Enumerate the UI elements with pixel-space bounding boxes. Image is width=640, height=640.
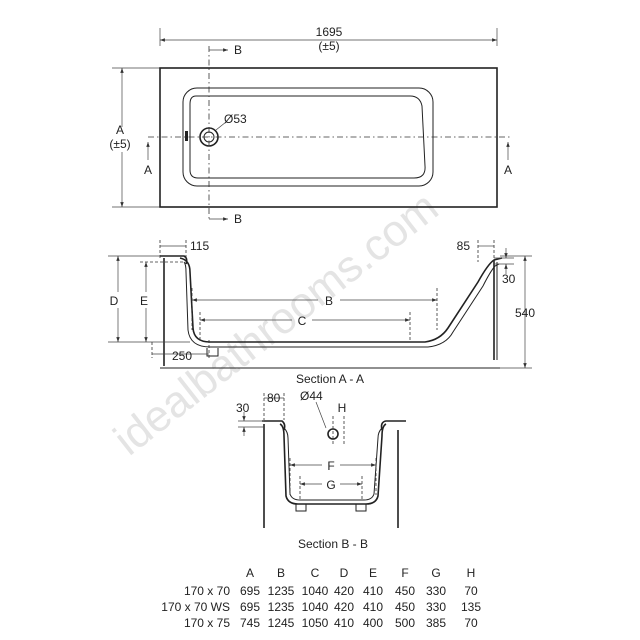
- table-cell: 400: [363, 616, 383, 630]
- table-header-e: E: [369, 566, 377, 580]
- table-header-d: D: [340, 566, 349, 580]
- dim-85: 85: [457, 239, 471, 253]
- table-cell: 695: [240, 584, 260, 598]
- plan-length-value: 1695: [316, 25, 343, 39]
- table-header-a: A: [246, 566, 254, 580]
- waste-diameter-label: Ø53: [224, 112, 247, 126]
- plan-width-tolerance: (±5): [109, 137, 130, 151]
- dim-250: 250: [172, 349, 192, 363]
- label-h: H: [338, 401, 347, 415]
- table-cell: 1245: [268, 616, 295, 630]
- dim-80: 80: [267, 391, 281, 405]
- plan-width-label: A: [116, 123, 124, 137]
- table-cell: 695: [240, 600, 260, 614]
- table-cell: 1235: [268, 600, 295, 614]
- table-cell: 500: [395, 616, 415, 630]
- label-g: G: [326, 478, 335, 492]
- section-marker-a-right: A: [504, 163, 512, 177]
- section-marker-a-left: A: [144, 163, 152, 177]
- table-cell: 420: [334, 584, 354, 598]
- section-marker-b-top: B: [234, 43, 242, 57]
- section-bb-title: Section B - B: [298, 537, 368, 551]
- dim-115: 115: [190, 239, 209, 253]
- label-f: F: [327, 459, 334, 473]
- table-row-model: 170 x 70 WS: [161, 600, 230, 614]
- table-row-model: 170 x 75: [184, 616, 230, 630]
- label-b: B: [325, 294, 333, 308]
- dim-30-aa: 30: [502, 272, 516, 286]
- table-cell: 450: [395, 584, 415, 598]
- label-d: D: [110, 294, 119, 308]
- plan-length-tolerance: (±5): [318, 39, 339, 53]
- table-cell: 70: [464, 616, 478, 630]
- plan-view: 1695 (±5) A (±5) Ø53 A A B B: [109, 25, 512, 226]
- label-c: C: [298, 314, 307, 328]
- section-marker-b-bottom: B: [234, 212, 242, 226]
- dim-30-bb: 30: [236, 401, 250, 415]
- watermark: idealbathrooms.com: [105, 182, 447, 465]
- table-cell: 135: [461, 600, 481, 614]
- label-e: E: [140, 294, 148, 308]
- table-cell: 385: [426, 616, 446, 630]
- bath-rim-outline: [159, 67, 498, 208]
- bath-profile-section-bb: [279, 423, 387, 505]
- table-cell: 330: [426, 584, 446, 598]
- table-cell: 1040: [302, 584, 329, 598]
- tap-diameter-label: Ø44: [300, 389, 323, 403]
- dim-540: 540: [515, 306, 535, 320]
- table-cell: 70: [464, 584, 478, 598]
- section-aa-view: 115 85 30 540 D E B: [108, 239, 535, 386]
- table-cell: 410: [334, 616, 354, 630]
- section-bb-view: Ø44 H 30 80 F G Section B - B: [236, 389, 406, 551]
- section-aa-title: Section A - A: [296, 372, 364, 386]
- table-cell: 330: [426, 600, 446, 614]
- table-cell: 420: [334, 600, 354, 614]
- table-cell: 450: [395, 600, 415, 614]
- bath-profile-section-aa: [179, 257, 503, 343]
- table-header-g: G: [431, 566, 440, 580]
- table-cell: 1235: [268, 584, 295, 598]
- table-row-model: 170 x 70: [184, 584, 230, 598]
- table-cell: 410: [363, 600, 383, 614]
- table-cell: 1050: [302, 616, 329, 630]
- table-header-c: C: [311, 566, 320, 580]
- table-cell: 410: [363, 584, 383, 598]
- table-cell: 1040: [302, 600, 329, 614]
- table-header-f: F: [401, 566, 408, 580]
- dimension-table: A B C D E F G H 170 x 70 695 1235 1040 420 410 450 330 7…: [161, 566, 481, 630]
- table-header-h: H: [467, 566, 476, 580]
- table-header-b: B: [277, 566, 285, 580]
- table-cell: 745: [240, 616, 260, 630]
